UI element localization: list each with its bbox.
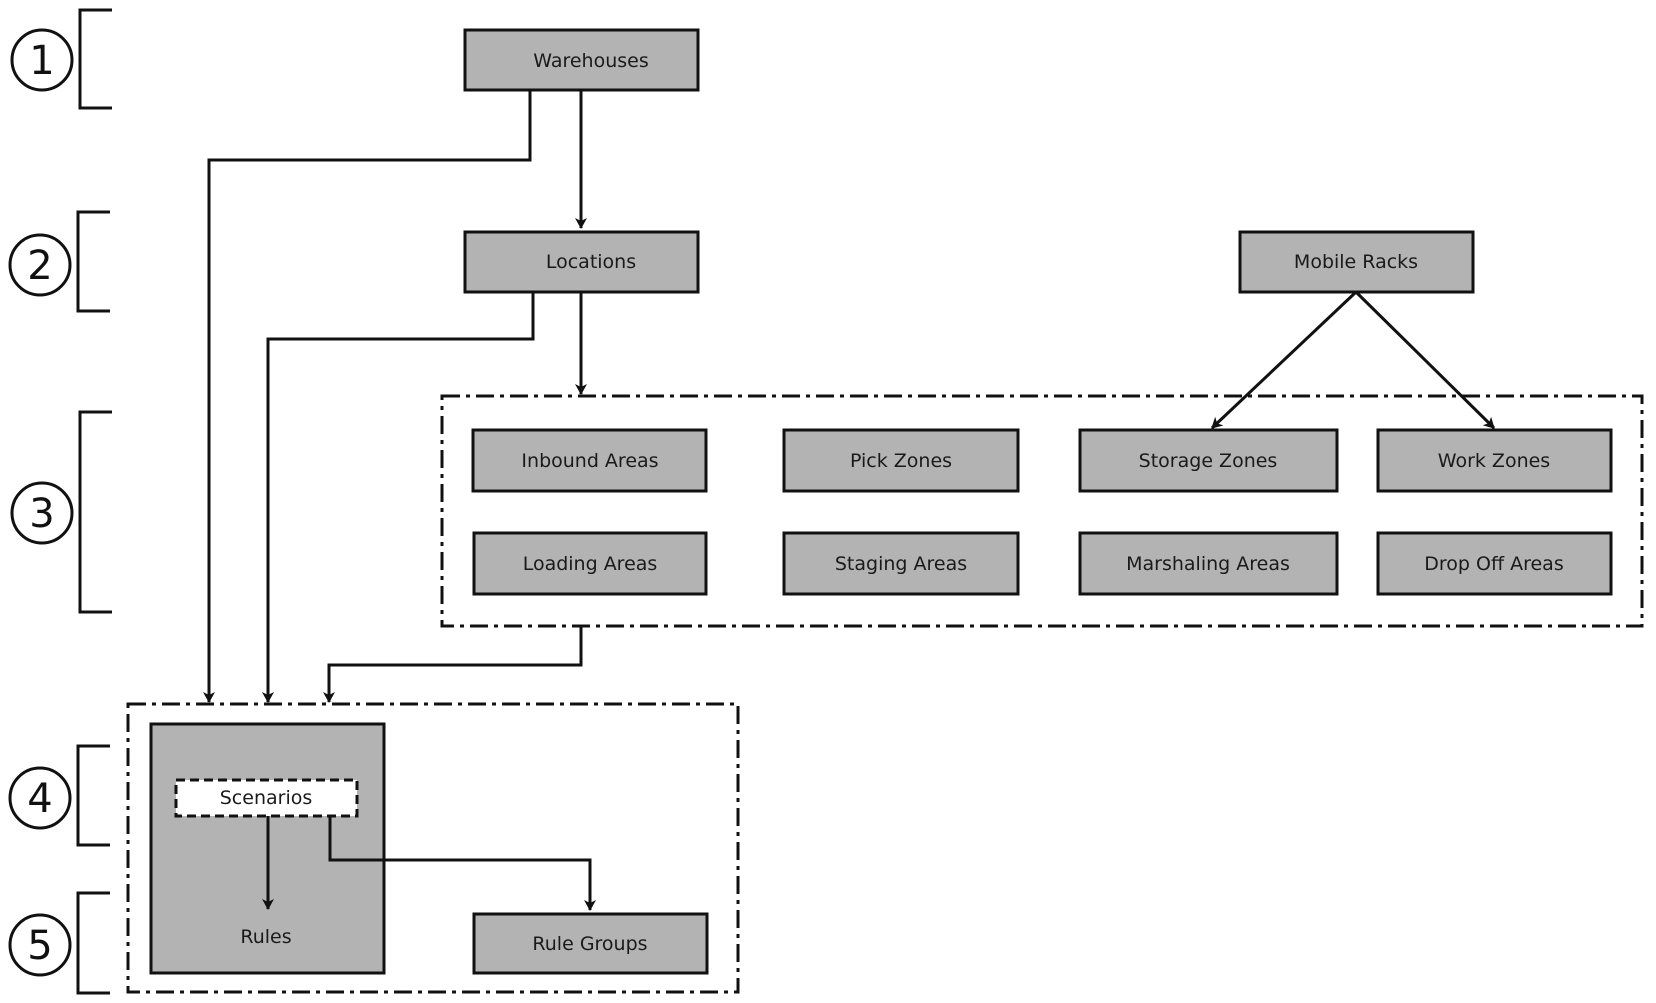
warehouses-to-rules-arrow: [203, 90, 532, 703]
scenarios-node[interactable]: Scenarios: [174, 778, 359, 818]
rules-group: [126, 702, 740, 994]
level-1-number: 1: [29, 38, 54, 84]
level-5-marker: 5: [8, 891, 110, 995]
marshaling-areas-node[interactable]: Marshaling Areas: [1078, 531, 1339, 596]
pick-zones-node[interactable]: Pick Zones: [782, 428, 1020, 493]
mobile-racks-node[interactable]: Mobile Racks: [1238, 230, 1475, 294]
rule-groups-label: Rule Groups: [532, 933, 647, 955]
locations-label: Locations: [546, 251, 636, 273]
storage-zones-label: Storage Zones: [1139, 450, 1278, 472]
level-5-number: 5: [27, 923, 52, 969]
level-3-number: 3: [29, 491, 54, 537]
warehouses-node[interactable]: Warehouses: [463, 28, 700, 92]
areas-zones-group: [440, 394, 1644, 628]
level-2-marker: 2: [8, 210, 110, 313]
staging-areas-label: Staging Areas: [835, 553, 967, 575]
level-1-marker: 1: [10, 8, 112, 110]
storage-zones-node[interactable]: Storage Zones: [1078, 428, 1339, 493]
pick-zones-label: Pick Zones: [850, 450, 952, 472]
level-2-number: 2: [27, 243, 52, 289]
work-zones-label: Work Zones: [1438, 450, 1550, 472]
mobile-racks-to-storage-arrow: [1210, 290, 1358, 430]
level-4-number: 4: [27, 776, 52, 822]
loading-areas-node[interactable]: Loading Areas: [472, 531, 708, 596]
work-zones-node[interactable]: Work Zones: [1376, 428, 1613, 493]
rule-groups-node[interactable]: Rule Groups: [472, 912, 709, 975]
locations-node[interactable]: Locations: [463, 230, 700, 294]
level-4-marker: 4: [8, 744, 110, 847]
staging-areas-node[interactable]: Staging Areas: [782, 531, 1020, 596]
locations-to-rules-arrow: [262, 292, 535, 703]
scenarios-to-rule-groups-arrow: [328, 816, 596, 911]
level-3-marker: 3: [10, 410, 112, 614]
mobile-racks-to-work-arrow: [1354, 290, 1496, 430]
scenarios-label: Scenarios: [220, 787, 313, 809]
inbound-areas-label: Inbound Areas: [521, 450, 658, 472]
drop-off-areas-label: Drop Off Areas: [1424, 553, 1563, 575]
warehouses-label: Warehouses: [533, 50, 649, 72]
mobile-racks-label: Mobile Racks: [1294, 251, 1418, 273]
marshaling-areas-label: Marshaling Areas: [1126, 553, 1290, 575]
drop-off-areas-node[interactable]: Drop Off Areas: [1376, 531, 1613, 596]
loading-areas-label: Loading Areas: [523, 553, 658, 575]
areas-to-rules-arrow: [323, 626, 583, 703]
inbound-areas-node[interactable]: Inbound Areas: [471, 428, 708, 493]
rules-label: Rules: [240, 926, 291, 948]
